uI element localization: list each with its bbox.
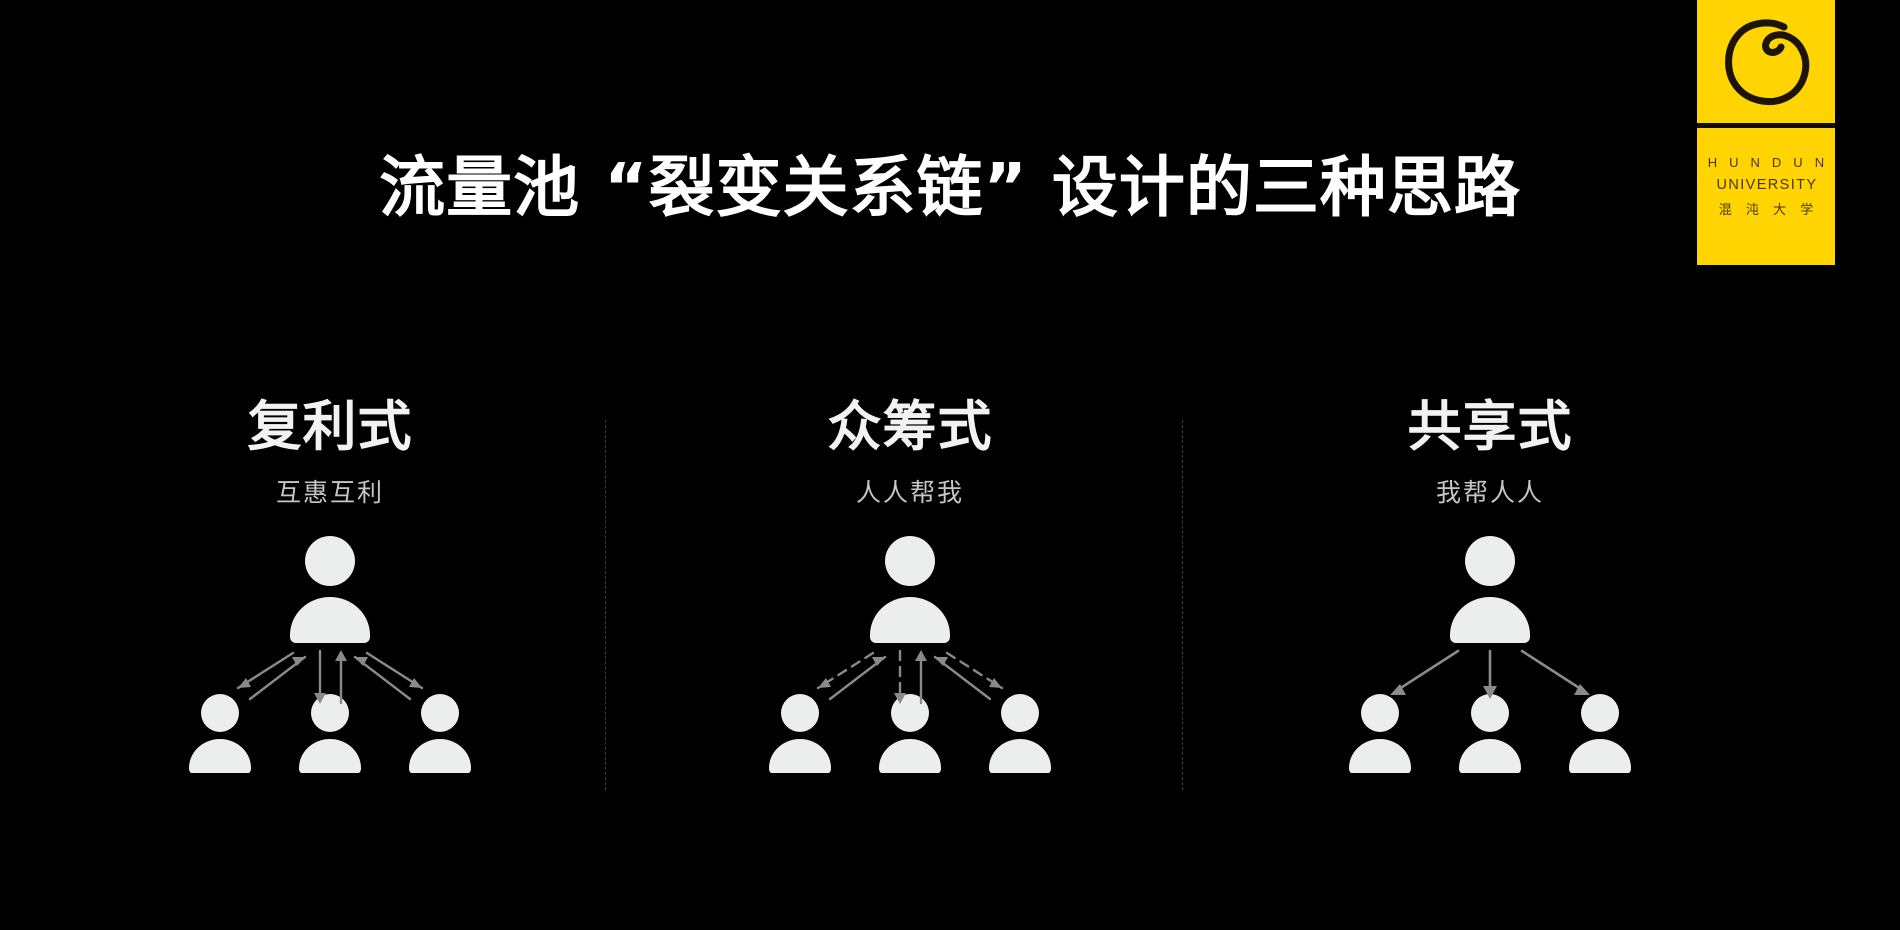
arrow-left-to-top-up xyxy=(828,655,887,701)
columns-container: 复利式 互惠互利 xyxy=(0,400,1900,840)
column-title: 众筹式 xyxy=(827,395,993,458)
person-head-top xyxy=(885,536,935,586)
column-divider-left xyxy=(605,420,606,790)
arrow-left-to-top-up xyxy=(248,655,307,701)
logo-line-university: UNIVERSITY xyxy=(1716,177,1818,193)
person-head-bm xyxy=(311,694,349,732)
relationship-diagram-compound xyxy=(180,533,480,773)
enso-circle-icon xyxy=(1697,0,1835,128)
arrow-middle-to-top-up xyxy=(335,650,347,705)
person-head-bl xyxy=(781,694,819,732)
person-head-top xyxy=(305,536,355,586)
person-head-br xyxy=(1581,694,1619,732)
person-body-top xyxy=(1450,597,1530,643)
person-body-br xyxy=(989,739,1051,773)
arrow-top-to-left-down-dashed xyxy=(816,651,875,690)
column-title: 复利式 xyxy=(247,395,413,458)
logo-wordmark: H U N D U N UNIVERSITY 混 沌 大 学 xyxy=(1697,128,1835,265)
person-body-bl xyxy=(1349,739,1411,773)
person-head-bl xyxy=(201,694,239,732)
relationship-diagram-crowdfunding xyxy=(760,533,1060,773)
arrow-top-to-right-down xyxy=(365,651,424,690)
person-body-bm xyxy=(879,739,941,773)
arrow-top-to-left-down xyxy=(236,651,295,690)
page-title: 流量池 “裂变关系链” 设计的三种思路 xyxy=(379,149,1521,227)
person-body-br xyxy=(1569,739,1631,773)
arrow-top-to-right-down-dashed xyxy=(945,651,1004,690)
column-divider-right xyxy=(1182,420,1183,790)
arrow-middle-to-top-up xyxy=(915,650,927,705)
arrow-right-to-top-up xyxy=(933,655,992,701)
person-body-bm xyxy=(1459,739,1521,773)
person-head-bm xyxy=(891,694,929,732)
logo-line-hundun: H U N D U N xyxy=(1707,155,1829,170)
person-body-top xyxy=(870,597,950,643)
person-head-bl xyxy=(1361,694,1399,732)
column-subtitle: 我帮人人 xyxy=(1435,478,1544,507)
person-body-bm xyxy=(299,739,361,773)
person-body-br xyxy=(409,739,471,773)
column-compound-interest: 复利式 互惠互利 xyxy=(40,400,620,840)
column-sharing: 共享式 我帮人人 xyxy=(1200,400,1780,840)
column-subtitle: 互惠互利 xyxy=(275,478,384,507)
person-head-top xyxy=(1465,536,1515,586)
arrow-top-to-middle-down xyxy=(1483,649,1497,699)
person-body-top xyxy=(290,597,370,643)
logo-line-chinese: 混 沌 大 学 xyxy=(1718,202,1819,218)
arrow-top-to-left-down xyxy=(1390,649,1460,695)
arrow-top-to-middle-down xyxy=(314,649,326,704)
person-head-br xyxy=(1001,694,1039,732)
relationship-diagram-sharing xyxy=(1340,533,1640,773)
arrow-top-to-middle-down-dashed xyxy=(894,649,906,704)
person-head-bm xyxy=(1471,694,1509,732)
person-body-bl xyxy=(769,739,831,773)
arrow-top-to-right-down xyxy=(1520,649,1590,695)
person-body-bl xyxy=(189,739,251,773)
arrow-right-to-top-up xyxy=(353,655,412,701)
column-title: 共享式 xyxy=(1407,395,1573,458)
column-crowdfunding: 众筹式 人人帮我 xyxy=(620,400,1200,840)
hundun-university-logo: H U N D U N UNIVERSITY 混 沌 大 学 xyxy=(1697,0,1835,265)
person-head-br xyxy=(421,694,459,732)
column-subtitle: 人人帮我 xyxy=(855,478,964,507)
